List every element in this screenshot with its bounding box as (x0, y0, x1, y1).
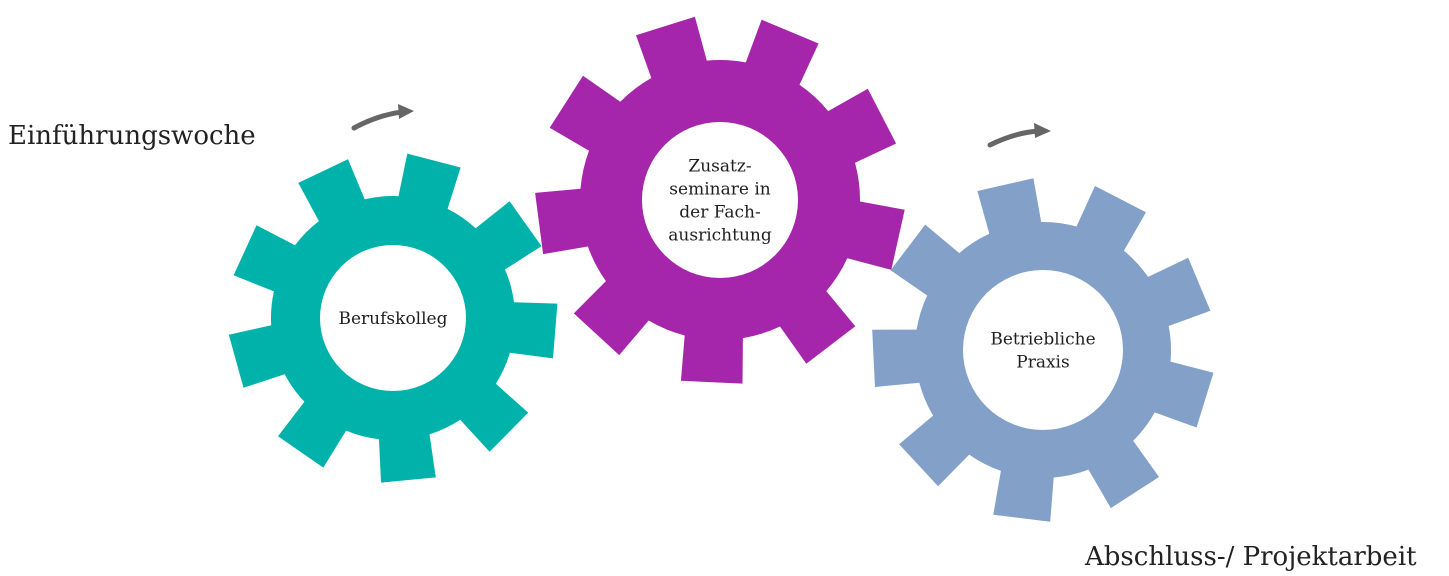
gear-zusatzseminare-label-line: Zusatz- (688, 157, 751, 177)
gear-berufskolleg-label: Berufskolleg (339, 309, 448, 329)
rotation-arrow-1-icon (351, 109, 405, 131)
arrows-layer (351, 104, 1051, 148)
gear-berufskolleg-hub (320, 245, 466, 391)
gear-zusatzseminare-hub (642, 122, 798, 278)
gear-zusatzseminare: Zusatz-seminare in der Fach-ausrichtung (535, 16, 905, 384)
gears-layer: Berufskolleg Zusatz-seminare in der Fach-a… (228, 16, 1214, 522)
rotation-arrow-2-head-icon (1034, 123, 1051, 138)
gear-zusatzseminare-label-line: seminare in (669, 180, 770, 200)
start-label: Einführungswoche (8, 121, 256, 151)
rotation-arrow-1-head-icon (398, 104, 414, 119)
gear-praxis-hub (963, 270, 1123, 430)
gear-berufskolleg-label-line: Berufskolleg (339, 309, 448, 329)
gear-berufskolleg: Berufskolleg (228, 153, 558, 483)
gear-praxis-label-line: Betriebliche (990, 330, 1095, 350)
gear-zusatzseminare-label-line: der Fach- (679, 203, 760, 223)
gear-praxis-label-line: Praxis (1016, 353, 1069, 373)
rotation-arrow-2-icon (987, 128, 1041, 148)
gear-zusatzseminare-label-line: ausrichtung (668, 226, 772, 246)
gear-zusatzseminare-label: Zusatz-seminare in der Fach-ausrichtung (668, 157, 772, 246)
end-label: Abschluss-/ Projektarbeit (1085, 542, 1417, 572)
